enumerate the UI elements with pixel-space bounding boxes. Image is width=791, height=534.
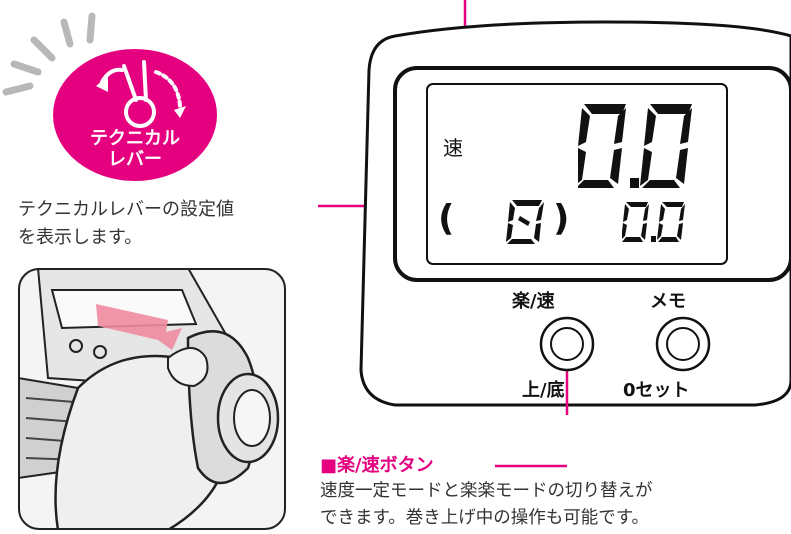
lever-badge-line1: テクニカル	[90, 128, 180, 149]
section-description: 速度一定モードと楽楽モードの切り替えが できます。巻き上げ中の操作も可能です。	[320, 478, 791, 532]
lever-caption: テクニカルレバーの設定値 を表示します。	[18, 196, 234, 252]
lever-caption-line1: テクニカルレバーの設定値	[18, 199, 234, 220]
top-bottom-button-label: 上/底	[522, 380, 565, 401]
lcd-speed-label: 速	[443, 136, 463, 160]
lcd-lever-digit	[506, 200, 544, 244]
section-body-line1: 速度一定モードと楽楽モードの切り替えが	[320, 481, 653, 501]
motion-lines-icon	[2, 12, 96, 96]
reel-hand-photo	[18, 268, 286, 530]
lever-icon	[100, 60, 182, 128]
zero-set-button-label: 0セット	[623, 380, 690, 401]
lcd-paren-open: (	[438, 198, 455, 239]
lcd-paren-close: )	[553, 198, 570, 239]
raku-soku-button-label: 楽/速	[512, 291, 555, 312]
lcd-main-digits	[578, 104, 692, 188]
technical-lever-badge	[53, 49, 217, 181]
lever-badge-line2: レバー	[108, 149, 162, 170]
memo-button-label: メモ	[650, 291, 686, 312]
lcd-sub-digits	[622, 202, 685, 242]
section-body-line2: できます。巻き上げ中の操作も可能です。	[320, 508, 649, 528]
lever-badge-label: テクニカル レバー	[75, 128, 195, 170]
section-title: ■楽/速ボタン	[320, 455, 434, 476]
lever-caption-line2: を表示します。	[18, 227, 143, 248]
counter-unit	[359, 0, 791, 415]
